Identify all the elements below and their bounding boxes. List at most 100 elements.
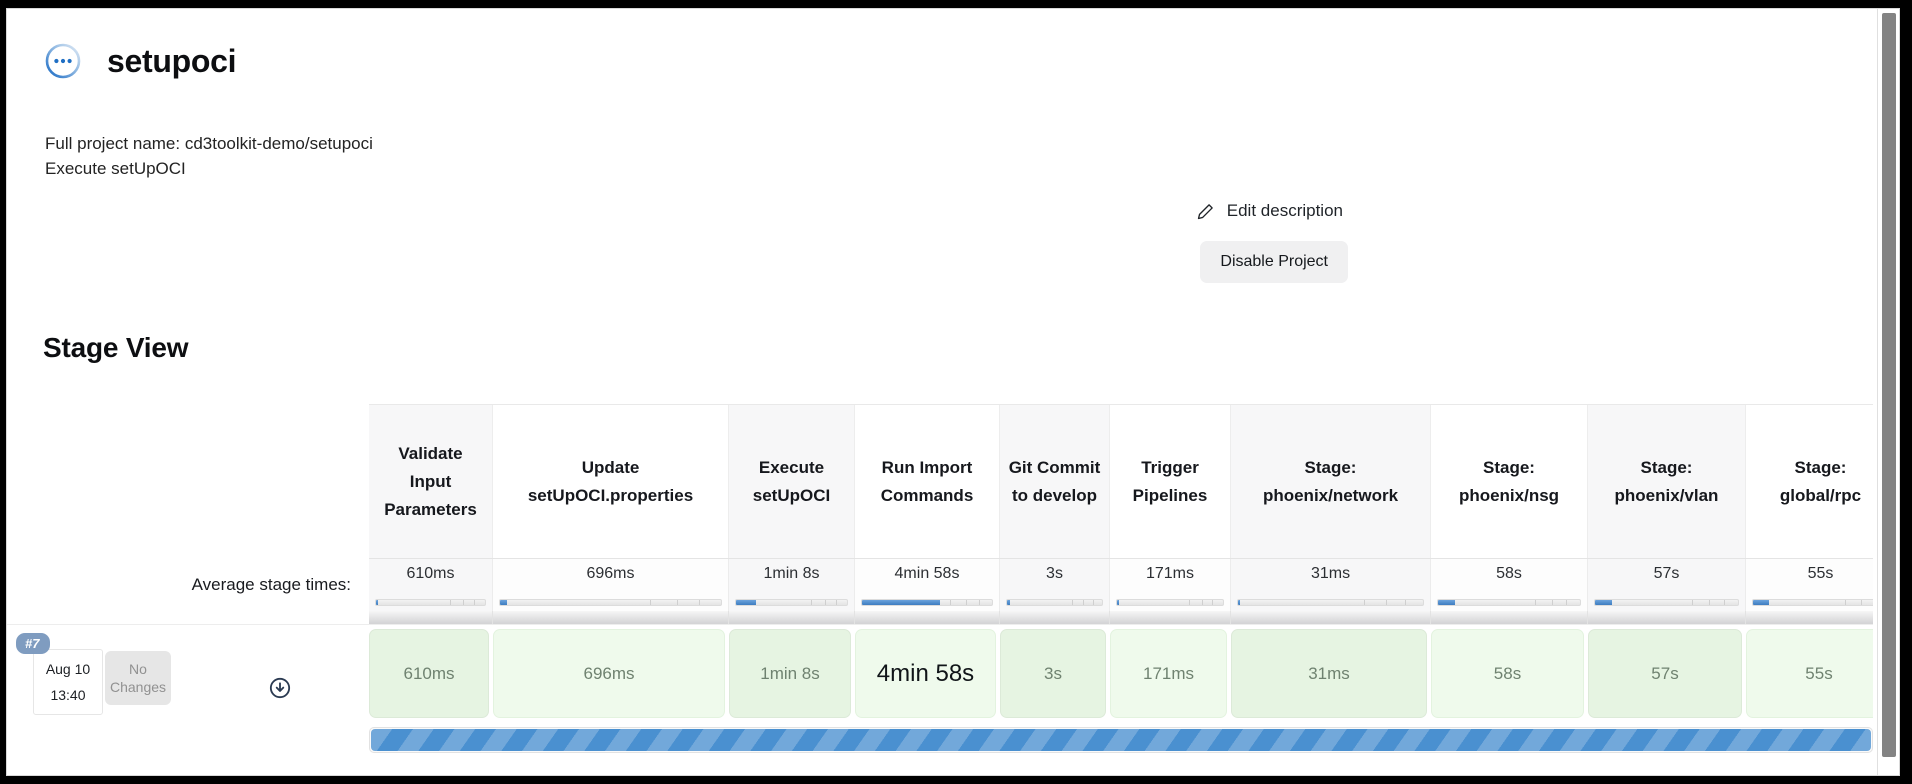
minibar-tick [1861,600,1862,605]
minibar-tick [474,600,476,605]
vertical-scrollbar[interactable] [1877,9,1899,775]
stage-header-2[interactable]: Execute setUpOCI [729,405,855,558]
average-time-minibar [1594,599,1739,606]
build-progress-row [7,721,1873,755]
build-stage-cell-5[interactable]: 171ms [1110,629,1227,718]
average-time-cell-7: 58s [1431,559,1588,611]
build-stage-cell-6[interactable]: 31ms [1231,629,1427,718]
minibar-fill [1438,600,1456,605]
separator-scroll [369,611,1873,624]
separator-cell [1431,611,1588,624]
vertical-scrollbar-thumb[interactable] [1882,13,1896,757]
average-time-minibar [1237,599,1424,606]
separator-cell [1746,611,1873,624]
average-time-value: 31ms [1310,565,1351,582]
build-stage-cell-1[interactable]: 696ms [493,629,725,718]
average-time-value: 55s [1807,565,1834,582]
minibar-tick [824,600,826,605]
average-time-value: 1min 8s [763,565,820,582]
build-stage-cell-2[interactable]: 1min 8s [729,629,851,718]
build-stage-duration: 1min 8s [760,663,820,683]
minibar-tick [1844,600,1846,605]
minibar-fill [1238,600,1240,605]
minibar-tick [650,600,652,605]
minibar-tick [1189,600,1191,605]
build-stage-cell-9[interactable]: 55s [1746,629,1873,718]
average-time-cell-8: 57s [1588,559,1746,611]
no-changes-button[interactable]: No Changes [105,651,171,705]
edit-description-label: Edit description [1226,201,1343,220]
build-timestamp[interactable]: Aug 10 13:40 [33,649,103,715]
minibar-tick [463,600,465,605]
average-time-cell-1: 696ms [493,559,729,611]
separator-cell [855,611,1000,624]
minibar-tick [950,600,952,605]
stage-header-9[interactable]: Stage: global/rpc [1746,405,1873,558]
build-stage-cell-7[interactable]: 58s [1431,629,1584,718]
build-stage-duration: 55s [1805,663,1833,683]
minibar-tick [1404,600,1406,605]
stage-header-5[interactable]: Trigger Pipelines [1110,405,1231,558]
separator-cell [1110,611,1231,624]
build-stage-cell-4[interactable]: 3s [1000,629,1106,718]
build-number-badge[interactable]: #7 [16,633,51,654]
description-line-summary: Execute setUpOCI [45,159,186,178]
page-title: setupoci [107,42,237,79]
average-time-value: 696ms [586,565,635,582]
build-stage-cell-3[interactable]: 4min 58s [855,629,996,718]
minibar-tick [1551,600,1553,605]
pending-ellipsis-icon [41,39,85,83]
average-time-minibar [1437,599,1581,606]
stage-header-label: Stage: phoenix/network [1262,457,1399,505]
minibar-tick [1083,600,1084,605]
minibar-fill [1007,600,1010,605]
stage-header-8[interactable]: Stage: phoenix/vlan [1588,405,1746,558]
pencil-icon [1196,202,1215,221]
minibar-fill [376,600,379,605]
build-date-text: Aug 10 [45,661,91,677]
build-stage-duration: 171ms [1142,663,1195,683]
minibar-tick [1709,600,1711,605]
average-time-cell-9: 55s [1746,559,1873,611]
minibar-fill [736,600,756,605]
jenkins-project-page: setupoci Full project name: cd3toolkit-d… [6,8,1900,776]
build-row: #7 Aug 10 13:40 No Changes [7,624,1873,722]
stage-header-0[interactable]: Validate Input Parameters [369,405,493,558]
build-stage-cell-0[interactable]: 610ms [369,629,489,718]
stage-header-3[interactable]: Run Import Commands [855,405,1000,558]
minibar-tick [1071,600,1073,605]
edit-description-link[interactable]: Edit description [1196,201,1343,221]
stage-header-4[interactable]: Git Commit to develop [1000,405,1110,558]
minibar-tick [1692,600,1694,605]
average-time-minibar [735,599,848,606]
minibar-fill [862,600,940,605]
average-time-cell-3: 4min 58s [855,559,1000,611]
stage-header-label: Run Import Commands [880,457,974,505]
minibar-tick [811,600,813,605]
stage-header-1[interactable]: Update setUpOCI.properties [493,405,729,558]
stage-header-label: Git Commit to develop [1008,457,1101,505]
minibar-tick [1092,600,1094,605]
row-separator [7,611,1873,624]
stage-header-6[interactable]: Stage: phoenix/network [1231,405,1431,558]
build-stage-duration: 610ms [403,663,455,683]
minibar-tick [1534,600,1536,605]
average-time-cell-4: 3s [1000,559,1110,611]
stage-header-7[interactable]: Stage: phoenix/nsg [1431,405,1588,558]
average-time-minibar [499,599,722,606]
average-time-value: 171ms [1145,565,1195,582]
separator-cell [1588,611,1746,624]
download-circle-icon[interactable] [269,677,291,699]
average-time-value: 57s [1653,565,1680,582]
minibar-tick [1565,600,1567,605]
disable-project-button[interactable]: Disable Project [1200,241,1348,283]
average-time-cell-0: 610ms [369,559,493,611]
build-stage-duration: 3s [1044,663,1062,683]
minibar-tick [1201,600,1203,605]
average-time-minibar [375,599,486,606]
build-stage-cell-8[interactable]: 57s [1588,629,1742,718]
